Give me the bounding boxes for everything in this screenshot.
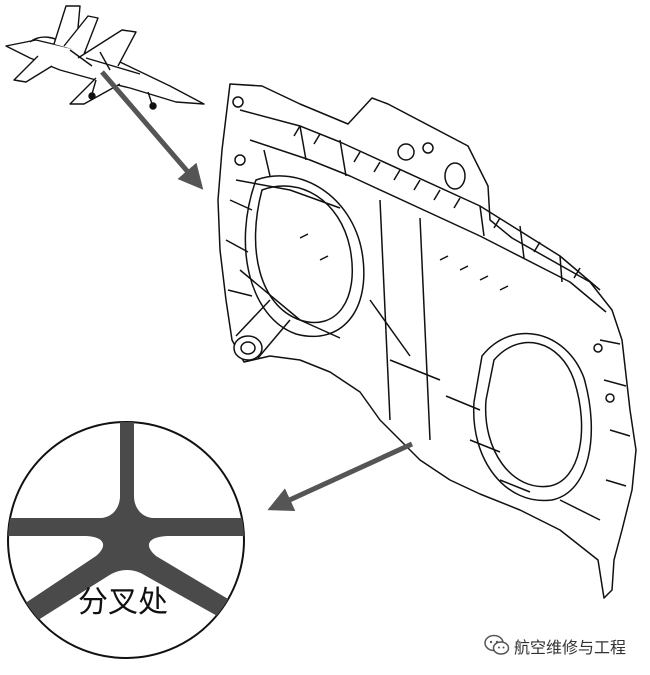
vertical-web [120, 422, 134, 512]
pointer-arrow-to-frame [100, 70, 204, 190]
fighter-jet-icon [5, 5, 205, 110]
cross-section-callout: 分叉处 [7, 421, 245, 659]
watermark-text: 航空维修与工程 [514, 638, 627, 657]
pointer-arrow-to-callout [267, 441, 414, 512]
bulkhead-frame [217, 83, 637, 599]
wechat-icon [484, 634, 510, 656]
y-junction [8, 496, 244, 644]
fork-label: 分叉处 [78, 585, 168, 620]
